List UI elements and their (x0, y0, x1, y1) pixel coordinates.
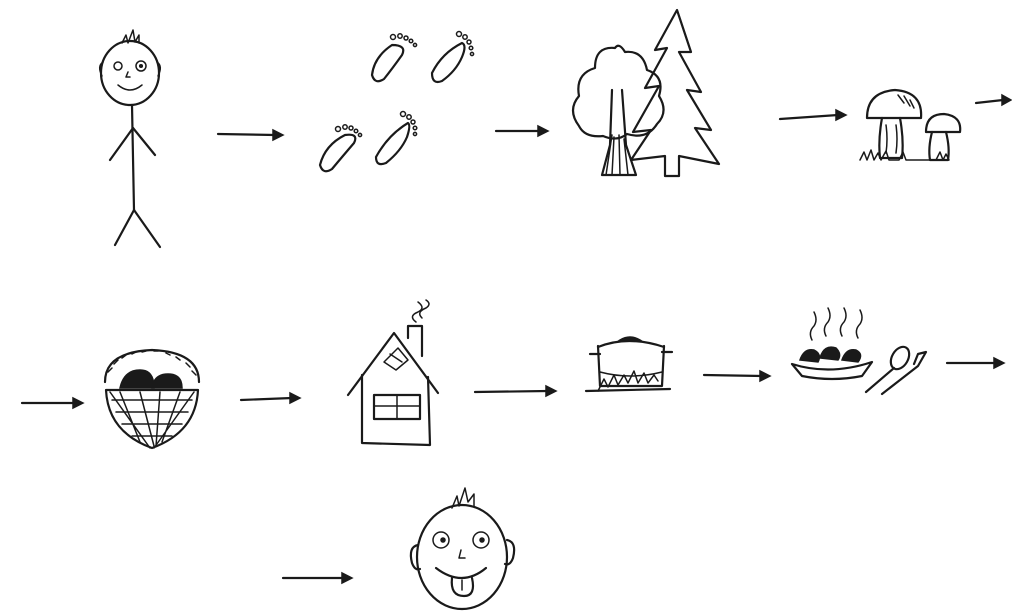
cooking-pot-icon (586, 337, 672, 391)
arrow-5 (22, 398, 83, 408)
arrow-10 (283, 573, 352, 583)
happy-face-tongue-out-icon (411, 488, 514, 609)
mushroom-basket-icon (105, 350, 199, 448)
house-icon (348, 300, 438, 445)
arrow-1 (218, 130, 283, 140)
arrow-2 (496, 126, 548, 136)
footprints-icon (320, 32, 474, 172)
forest-trees-icon (573, 10, 719, 176)
stick-figure-person-icon (100, 30, 161, 247)
arrow-8 (704, 371, 770, 381)
mushrooms-icon (860, 90, 960, 160)
arrow-3 (780, 110, 846, 120)
arrow-9 (947, 358, 1004, 368)
cooked-mushroom-dish-icon (792, 308, 926, 394)
arrow-4 (976, 95, 1011, 105)
arrow-7 (475, 386, 556, 396)
arrow-6 (241, 393, 300, 403)
